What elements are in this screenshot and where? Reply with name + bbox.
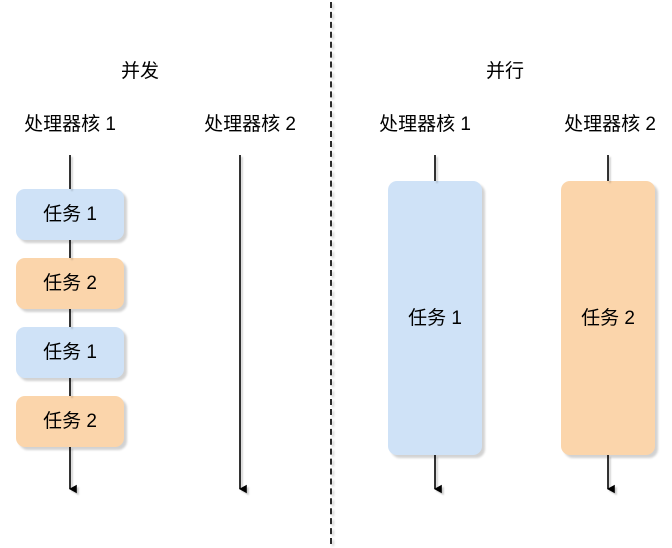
- panel-title-left: 并发: [120, 61, 159, 82]
- task-box-left-core1-2[interactable]: 任务 2: [16, 258, 124, 309]
- task-label: 任务 1: [43, 204, 97, 225]
- core-label-right-core2: 处理器核 2: [564, 114, 656, 135]
- task-box-left-core1-3[interactable]: 任务 1: [16, 327, 124, 378]
- task-label: 任务 1: [43, 342, 97, 363]
- task-label: 任务 2: [581, 307, 635, 329]
- core-label-left-core2: 处理器核 2: [204, 114, 296, 135]
- task-box-right-core1-1[interactable]: 任务 1: [388, 181, 482, 455]
- task-label: 任务 2: [43, 411, 97, 432]
- task-label: 任务 2: [43, 273, 97, 294]
- panel-title-right: 并行: [485, 61, 524, 82]
- panel-divider: [330, 2, 332, 544]
- core-label-left-core1: 处理器核 1: [24, 114, 116, 135]
- core-label-right-core1: 处理器核 1: [379, 114, 471, 135]
- task-box-left-core1-1[interactable]: 任务 1: [16, 189, 124, 240]
- task-box-left-core1-4[interactable]: 任务 2: [16, 396, 124, 447]
- task-label: 任务 1: [408, 307, 462, 329]
- task-box-right-core2-1[interactable]: 任务 2: [561, 181, 655, 455]
